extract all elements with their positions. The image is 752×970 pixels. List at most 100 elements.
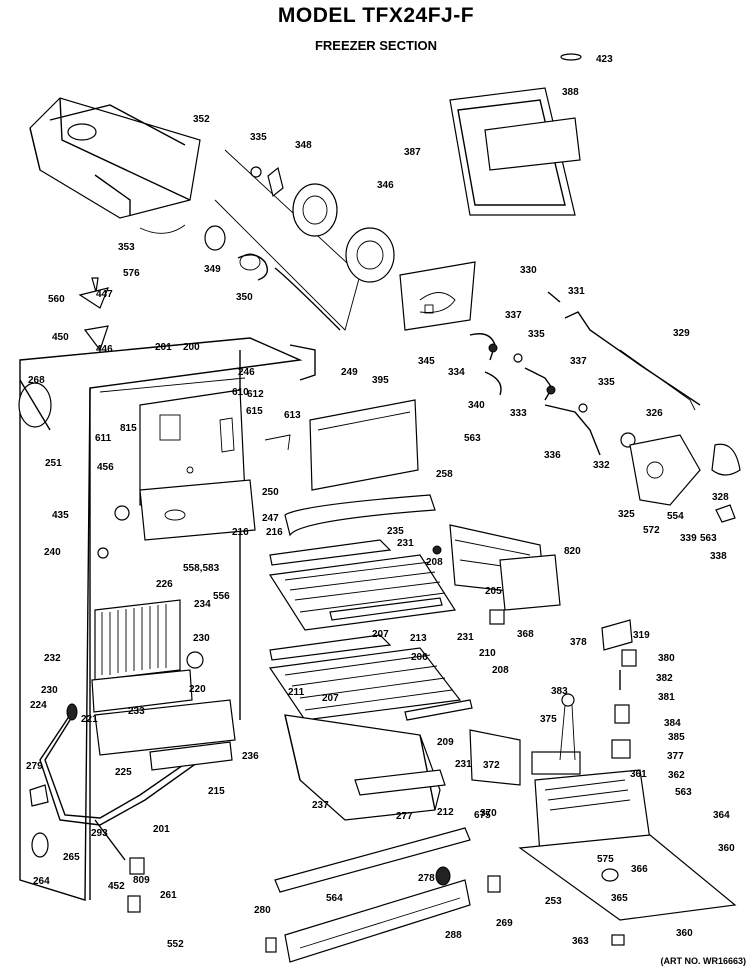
- callout-label: 231: [457, 632, 474, 643]
- callout-label: 345: [418, 356, 435, 367]
- callout-label: 352: [193, 114, 210, 125]
- callout-label: 335: [250, 132, 267, 143]
- callout-label: 319: [633, 630, 650, 641]
- wire-shelf-lower-part: [268, 597, 473, 721]
- callout-label: 340: [468, 400, 485, 411]
- evaporator-coil-part: [91, 599, 204, 713]
- callout-label: 381: [658, 692, 675, 703]
- callout-label: 336: [544, 450, 561, 461]
- callout-label: 360: [676, 928, 693, 939]
- callout-label: 205: [485, 586, 502, 597]
- callout-label: 612: [247, 389, 264, 400]
- callout-label: 452: [108, 881, 125, 892]
- callout-label: 362: [668, 770, 685, 781]
- callout-label: 383: [551, 686, 568, 697]
- callout-label: 337: [505, 310, 522, 321]
- callout-label: 220: [189, 684, 206, 695]
- callout-label: 435: [52, 510, 69, 521]
- callout-label: 230: [193, 633, 210, 644]
- evaporator-cover-part: [139, 389, 291, 541]
- callout-label: 201: [153, 824, 170, 835]
- callout-label: 563: [700, 533, 717, 544]
- callout-label: 330: [520, 265, 537, 276]
- callout-label: 382: [656, 673, 673, 684]
- callout-label: 366: [631, 864, 648, 875]
- callout-label: 384: [664, 718, 681, 729]
- callout-label: 234: [194, 599, 211, 610]
- callout-label: 240: [44, 547, 61, 558]
- callout-label: 237: [312, 800, 329, 811]
- callout-label: 575: [597, 854, 614, 865]
- callout-label: 820: [564, 546, 581, 557]
- callout-label: 456: [97, 462, 114, 473]
- callout-label: 334: [448, 367, 465, 378]
- callout-label: 224: [30, 700, 47, 711]
- callout-label: 350: [236, 292, 253, 303]
- callout-label: 556: [213, 591, 230, 602]
- callout-label: 610: [232, 387, 249, 398]
- auger-assembly-part: [204, 149, 395, 331]
- callout-label: 253: [545, 896, 562, 907]
- callout-label: 611: [95, 433, 112, 444]
- callout-label: 361: [630, 769, 647, 780]
- callout-label: 216: [232, 527, 249, 538]
- callout-label: 380: [658, 653, 675, 664]
- callout-label: 353: [118, 242, 135, 253]
- dispenser-control-part: [469, 729, 651, 856]
- callout-label: 363: [572, 936, 589, 947]
- callout-label: 332: [593, 460, 610, 471]
- callout-label: 207: [322, 693, 339, 704]
- callout-label: 337: [570, 356, 587, 367]
- callout-label: 360: [718, 843, 735, 854]
- callout-label: 675: [474, 810, 491, 821]
- callout-label: 208: [426, 557, 443, 568]
- callout-label: 423: [596, 54, 613, 65]
- callout-label: 215: [208, 786, 225, 797]
- callout-label: 279: [26, 761, 43, 772]
- callout-label: 370: [480, 808, 497, 819]
- callout-label: 328: [712, 492, 729, 503]
- misc-hardware-parts: [18, 277, 505, 913]
- callout-label: 348: [295, 140, 312, 151]
- callout-label: 339: [680, 533, 697, 544]
- callout-label: 268: [28, 375, 45, 386]
- callout-label: 368: [517, 629, 534, 640]
- callout-label: 232: [44, 653, 61, 664]
- callout-label: 349: [204, 264, 221, 275]
- callout-label: 200: [183, 342, 200, 353]
- solenoid-part: [559, 619, 637, 761]
- callout-label: 331: [568, 286, 585, 297]
- callout-label: 210: [479, 648, 496, 659]
- callout-label: 264: [33, 876, 50, 887]
- defrost-heater-part: [39, 703, 216, 826]
- callout-label: 615: [246, 406, 263, 417]
- model-title: MODEL TFX24FJ-F: [277, 4, 475, 27]
- ice-bin-part: [284, 714, 446, 821]
- callout-label: 446: [96, 344, 113, 355]
- callout-label: 326: [646, 408, 663, 419]
- callout-label: 213: [410, 633, 427, 644]
- callout-label: 815: [120, 423, 137, 434]
- callout-label: 225: [115, 767, 132, 778]
- callout-label: 278: [418, 873, 435, 884]
- callout-label: 212: [437, 807, 454, 818]
- callout-label: 249: [341, 367, 358, 378]
- callout-label: 265: [63, 852, 80, 863]
- callout-label: 560: [48, 294, 65, 305]
- kick-plate-part: [265, 827, 501, 963]
- callout-label: 554: [667, 511, 684, 522]
- callout-label: 269: [496, 918, 513, 929]
- section-subtitle: FREEZER SECTION: [314, 38, 438, 53]
- callout-label: 385: [668, 732, 685, 743]
- callout-label: 216: [266, 527, 283, 538]
- callout-label: 235: [387, 526, 404, 537]
- callout-label: 233: [128, 706, 145, 717]
- callout-label: 325: [618, 509, 635, 520]
- fan-motor-parts: [547, 291, 701, 411]
- callout-label: 576: [123, 268, 140, 279]
- ice-maker-part: [432, 524, 561, 611]
- callout-label: 247: [262, 513, 279, 524]
- callout-label: 372: [483, 760, 500, 771]
